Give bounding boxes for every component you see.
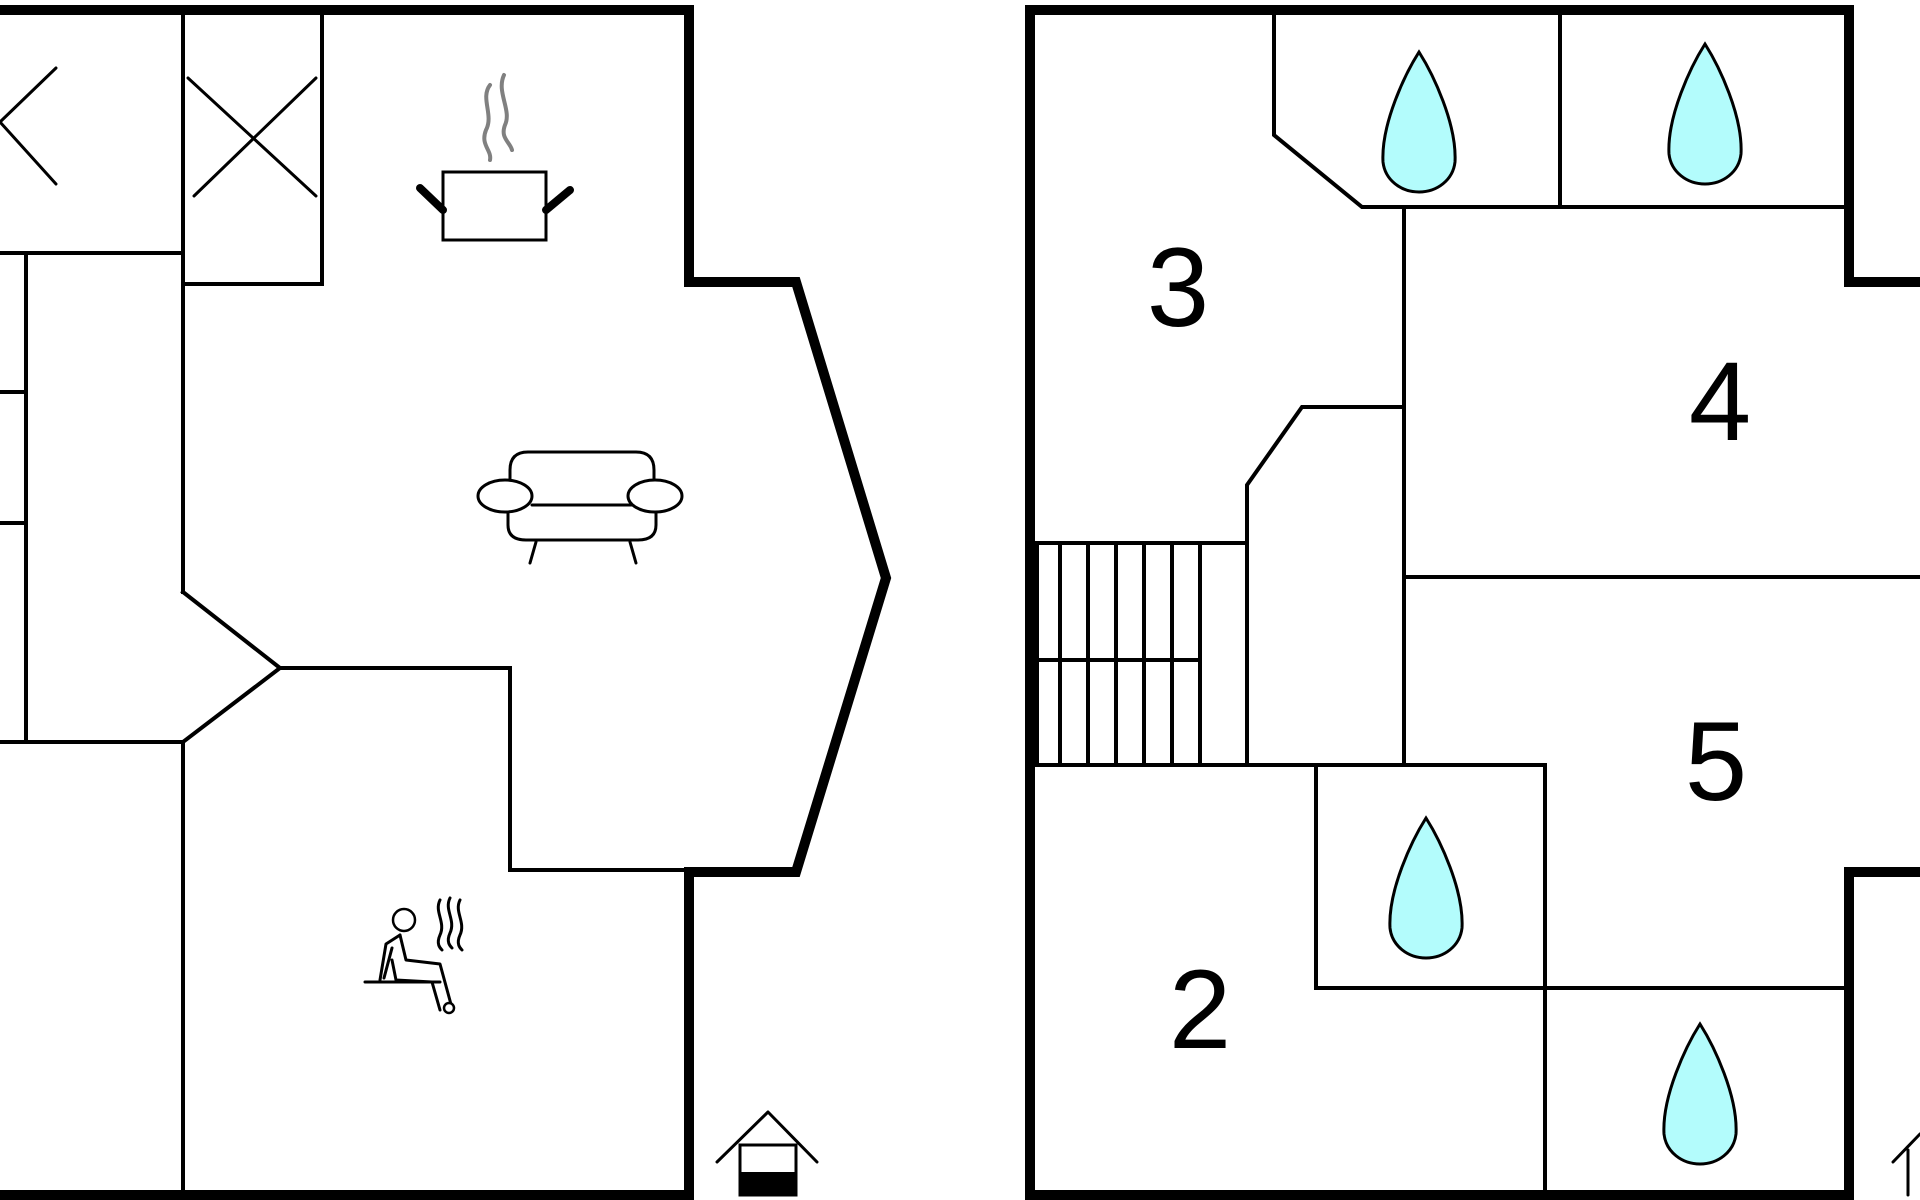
sauna-icon [363,896,464,1015]
room-number-2: 2 [1169,947,1231,1072]
cooking-pot-icon [416,73,574,242]
water-drop-icon [1388,815,1464,960]
right-floor-interior-walls [1028,8,1920,1197]
left-floor-interior-walls [0,8,691,1197]
right-floor: 3 4 5 2 [1025,5,1920,1200]
water-drop-icon [1662,1021,1738,1166]
left-floor-outer-wall [0,5,892,1200]
water-drop-icon [1381,49,1457,194]
sofa-icon [476,450,684,565]
house-entrance-icon [1891,1132,1920,1197]
room-number-4: 4 [1689,339,1751,464]
room-number-5: 5 [1685,699,1747,824]
staircase [1035,545,1202,764]
closet-cross-icon [186,76,318,198]
water-drop-icon [1667,41,1743,186]
right-floor-outer-wall [1025,5,1920,1200]
room-number-3: 3 [1147,225,1209,350]
house-entrance-icon [715,1110,819,1197]
door-swing-icon [0,66,58,186]
left-floor [0,5,892,1200]
